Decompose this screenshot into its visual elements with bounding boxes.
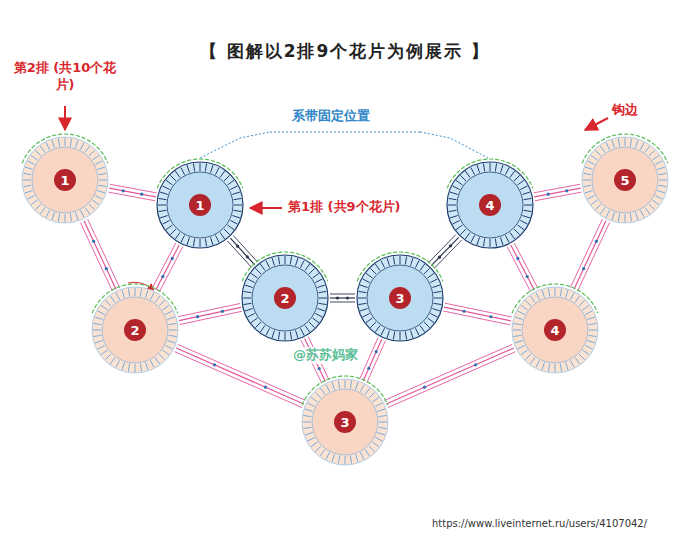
connector-strand [570,219,602,287]
join-stitch [161,275,164,278]
chain-connector [179,307,241,320]
join-stitch [105,267,108,270]
join-stitch [264,386,267,389]
row-label: 第2排 (共10个花片) [10,60,120,94]
join-stitch [489,315,492,318]
motif-number: 5 [614,169,636,191]
row2-motif: 3 [301,378,389,466]
connector-strand [330,302,355,303]
connector-strand [109,192,156,201]
chain-connector [84,221,116,289]
row1-motif: 2 [241,254,329,342]
join-stitch [463,310,466,313]
join-stitch [246,255,249,258]
pointer-arrow [585,118,608,130]
motif-number: 1 [189,194,211,216]
connector-strand [385,344,513,400]
chain-connector [444,307,511,321]
connector-strand [388,352,516,408]
connector-strand [178,344,306,400]
join-stitch [449,244,452,247]
motif-number: 4 [544,319,566,341]
tie-guide-line [200,132,488,158]
motif-number: 2 [124,319,146,341]
tie-guide-line [270,132,420,133]
motif-number: 3 [389,287,411,309]
title: 【 图解以2排9个花片为例展示 】 [0,40,690,63]
motif-number: 1 [54,169,76,191]
row2-motif: 2 [91,286,179,374]
chain-connector [230,238,254,265]
tie-position-label: 系带固定位置 [292,108,370,125]
chain-connector [109,188,156,197]
edging-label: 钩边 [612,102,638,119]
watermark: @苏苏妈家 [293,347,358,364]
connector-strand [535,192,582,201]
join-stitch [423,386,426,389]
join-stitch [346,296,349,299]
chain-connector [386,348,514,404]
connector-strand [507,247,530,292]
connector-strand [367,341,386,383]
join-stitch [547,193,550,196]
row-label: 第1排 (共9个花片) [288,199,401,216]
row1-motif: 3 [356,254,444,342]
connector-strand [80,222,112,290]
chain-connector [511,245,534,290]
join-stitch [367,367,370,370]
join-stitch [526,275,529,278]
join-stitch [565,189,568,192]
join-stitch [336,296,339,299]
join-stitch [582,267,585,270]
motif-number: 4 [479,194,501,216]
chain-connector [176,348,304,404]
connector-strand [152,243,175,288]
join-stitch [375,350,378,353]
connector-strand [360,338,379,380]
join-stitch [171,257,174,260]
connector-strand [110,184,157,193]
row2-motif: 1 [21,136,109,224]
chain-connector [574,221,606,289]
connector-strand [159,247,182,292]
row1-motif: 1 [156,161,244,249]
connector-strand [428,235,455,263]
url-watermark: https://www.liveinternet.ru/users/410704… [432,517,647,530]
join-stitch [221,310,224,313]
join-stitch [236,245,239,248]
join-stitch [516,257,519,260]
motif-number: 3 [334,411,356,433]
connector-strand [445,303,512,317]
chain-connector [156,245,179,290]
connector-strand [578,222,610,290]
motif-number: 2 [274,287,296,309]
join-stitch [213,363,216,366]
chain-connector [431,237,458,265]
row1-motif: 4 [446,161,534,249]
join-stitch [196,315,199,318]
connector-strand [227,241,251,268]
connector-strand [534,184,581,193]
chain-connector [330,297,355,298]
row2-motif: 4 [511,286,599,374]
chain-connector [534,188,581,197]
connector-strand [233,236,257,263]
connector-strand [434,240,461,268]
row2-motif: 5 [581,136,669,224]
join-stitch [438,256,441,259]
connector-strand [88,219,120,287]
join-stitch [595,240,598,243]
join-stitch [122,189,125,192]
pointer-arrow [250,207,282,209]
connector-strand [330,294,355,295]
connector-strand [175,352,303,408]
connector-strand [514,243,537,288]
chain-connector [363,339,382,381]
join-stitch [92,240,95,243]
pointer-arrow [64,106,66,130]
join-stitch [140,193,143,196]
connector-strand [443,311,510,325]
join-stitch [318,367,321,370]
join-stitch [474,363,477,366]
